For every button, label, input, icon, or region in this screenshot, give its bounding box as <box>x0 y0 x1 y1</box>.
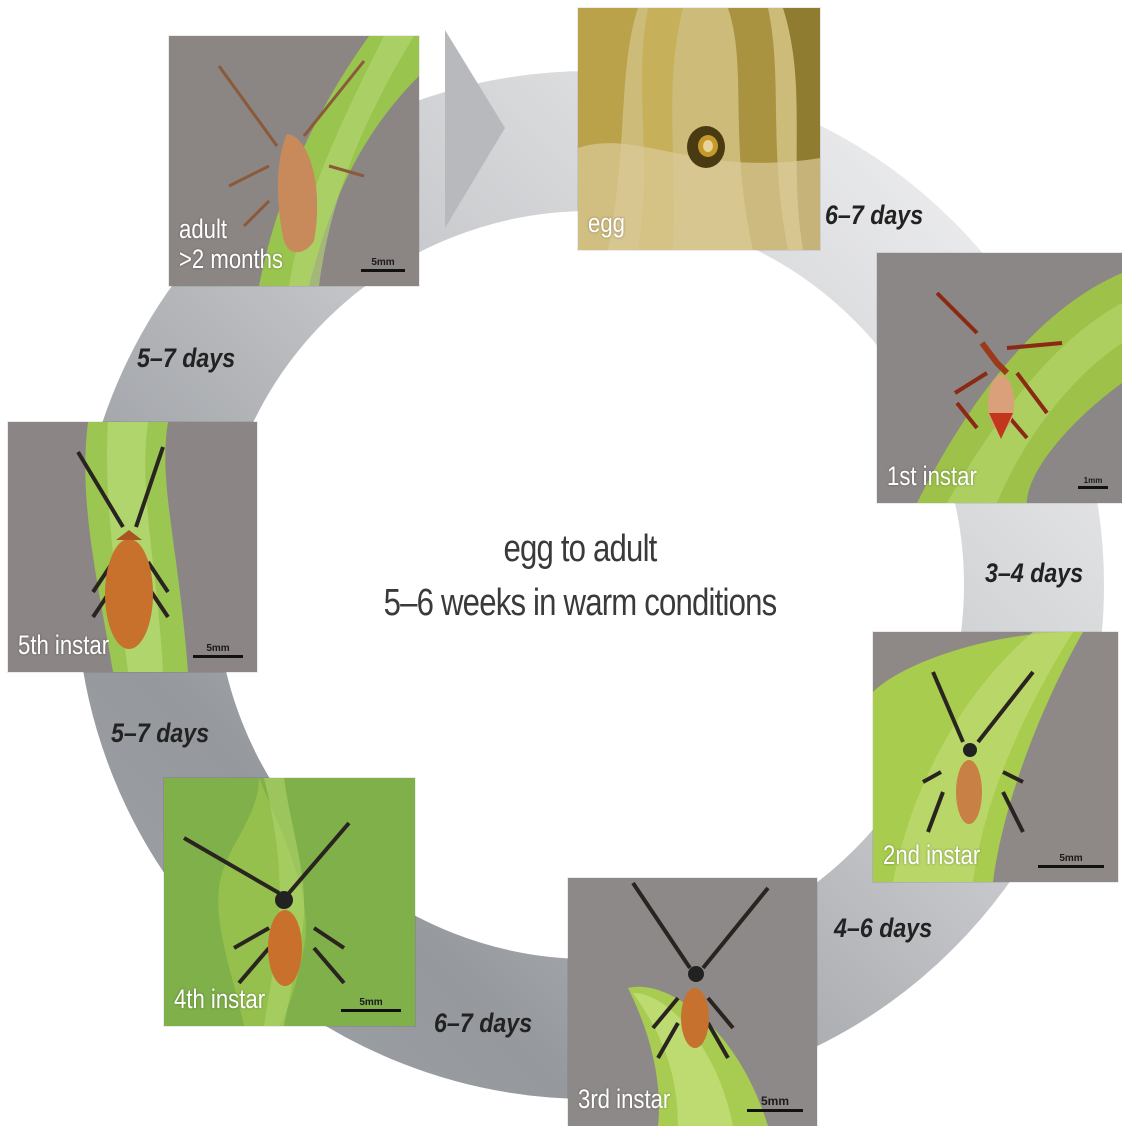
photo-5th-instar: 5th instar 5mm <box>8 422 257 672</box>
scale-text-2nd-instar: 5mm <box>1038 853 1104 864</box>
scale-line-1st-instar <box>1078 486 1108 489</box>
scale-bar-1st-instar: 1mm <box>1078 476 1108 489</box>
duration-4th-to-5th-instar: 5–7 days <box>111 718 209 748</box>
cycle-summary: egg to adult 5–6 weeks in warm condition… <box>350 522 809 630</box>
scale-text-5th-instar: 5mm <box>193 643 243 654</box>
scale-text-4th-instar: 5mm <box>341 997 401 1008</box>
scale-text-1st-instar: 1mm <box>1078 476 1108 485</box>
photo-adult: adult >2 months 5mm <box>169 36 419 286</box>
scale-line-5th-instar <box>193 655 243 658</box>
photo-4th-instar: 4th instar 5mm <box>164 778 415 1026</box>
summary-line-2: 5–6 weeks in warm conditions <box>350 576 809 630</box>
scale-bar-3rd-instar: 5mm <box>747 1094 803 1112</box>
duration-1st-to-2nd-instar: 3–4 days <box>985 558 1083 588</box>
duration-3rd-to-4th-instar: 6–7 days <box>434 1008 532 1038</box>
scale-line-4th-instar <box>341 1009 401 1012</box>
scale-line-2nd-instar <box>1038 865 1104 868</box>
stage-label-egg: egg <box>588 208 625 238</box>
photo-2nd-instar: 2nd instar 5mm <box>873 632 1118 882</box>
scale-bar-2nd-instar: 5mm <box>1038 853 1104 868</box>
stage-label-4th-instar: 4th instar <box>174 984 265 1014</box>
stage-label-1st-instar: 1st instar <box>887 461 977 491</box>
stage-label-3rd-instar: 3rd instar <box>578 1084 670 1114</box>
scale-bar-4th-instar: 5mm <box>341 997 401 1012</box>
duration-egg-to-1st-instar: 6–7 days <box>825 200 923 230</box>
scale-line-3rd-instar <box>747 1109 803 1112</box>
photo-1st-instar: 1st instar 1mm <box>877 253 1122 503</box>
stage-label-2nd-instar: 2nd instar <box>883 840 980 870</box>
duration-5th-instar-to-adult: 5–7 days <box>137 343 235 373</box>
scale-text-3rd-instar: 5mm <box>747 1094 803 1108</box>
stage-label-adult: adult >2 months <box>179 214 283 274</box>
duration-2nd-to-3rd-instar: 4–6 days <box>834 913 932 943</box>
scale-text-adult: 5mm <box>361 257 405 268</box>
scale-bar-5th-instar: 5mm <box>193 643 243 658</box>
summary-line-1: egg to adult <box>350 522 809 576</box>
photo-3rd-instar: 3rd instar 5mm <box>568 878 817 1126</box>
scale-bar-adult: 5mm <box>361 257 405 272</box>
photo-egg: egg <box>578 8 820 250</box>
scale-line-adult <box>361 269 405 272</box>
stage-label-5th-instar: 5th instar <box>18 630 109 660</box>
